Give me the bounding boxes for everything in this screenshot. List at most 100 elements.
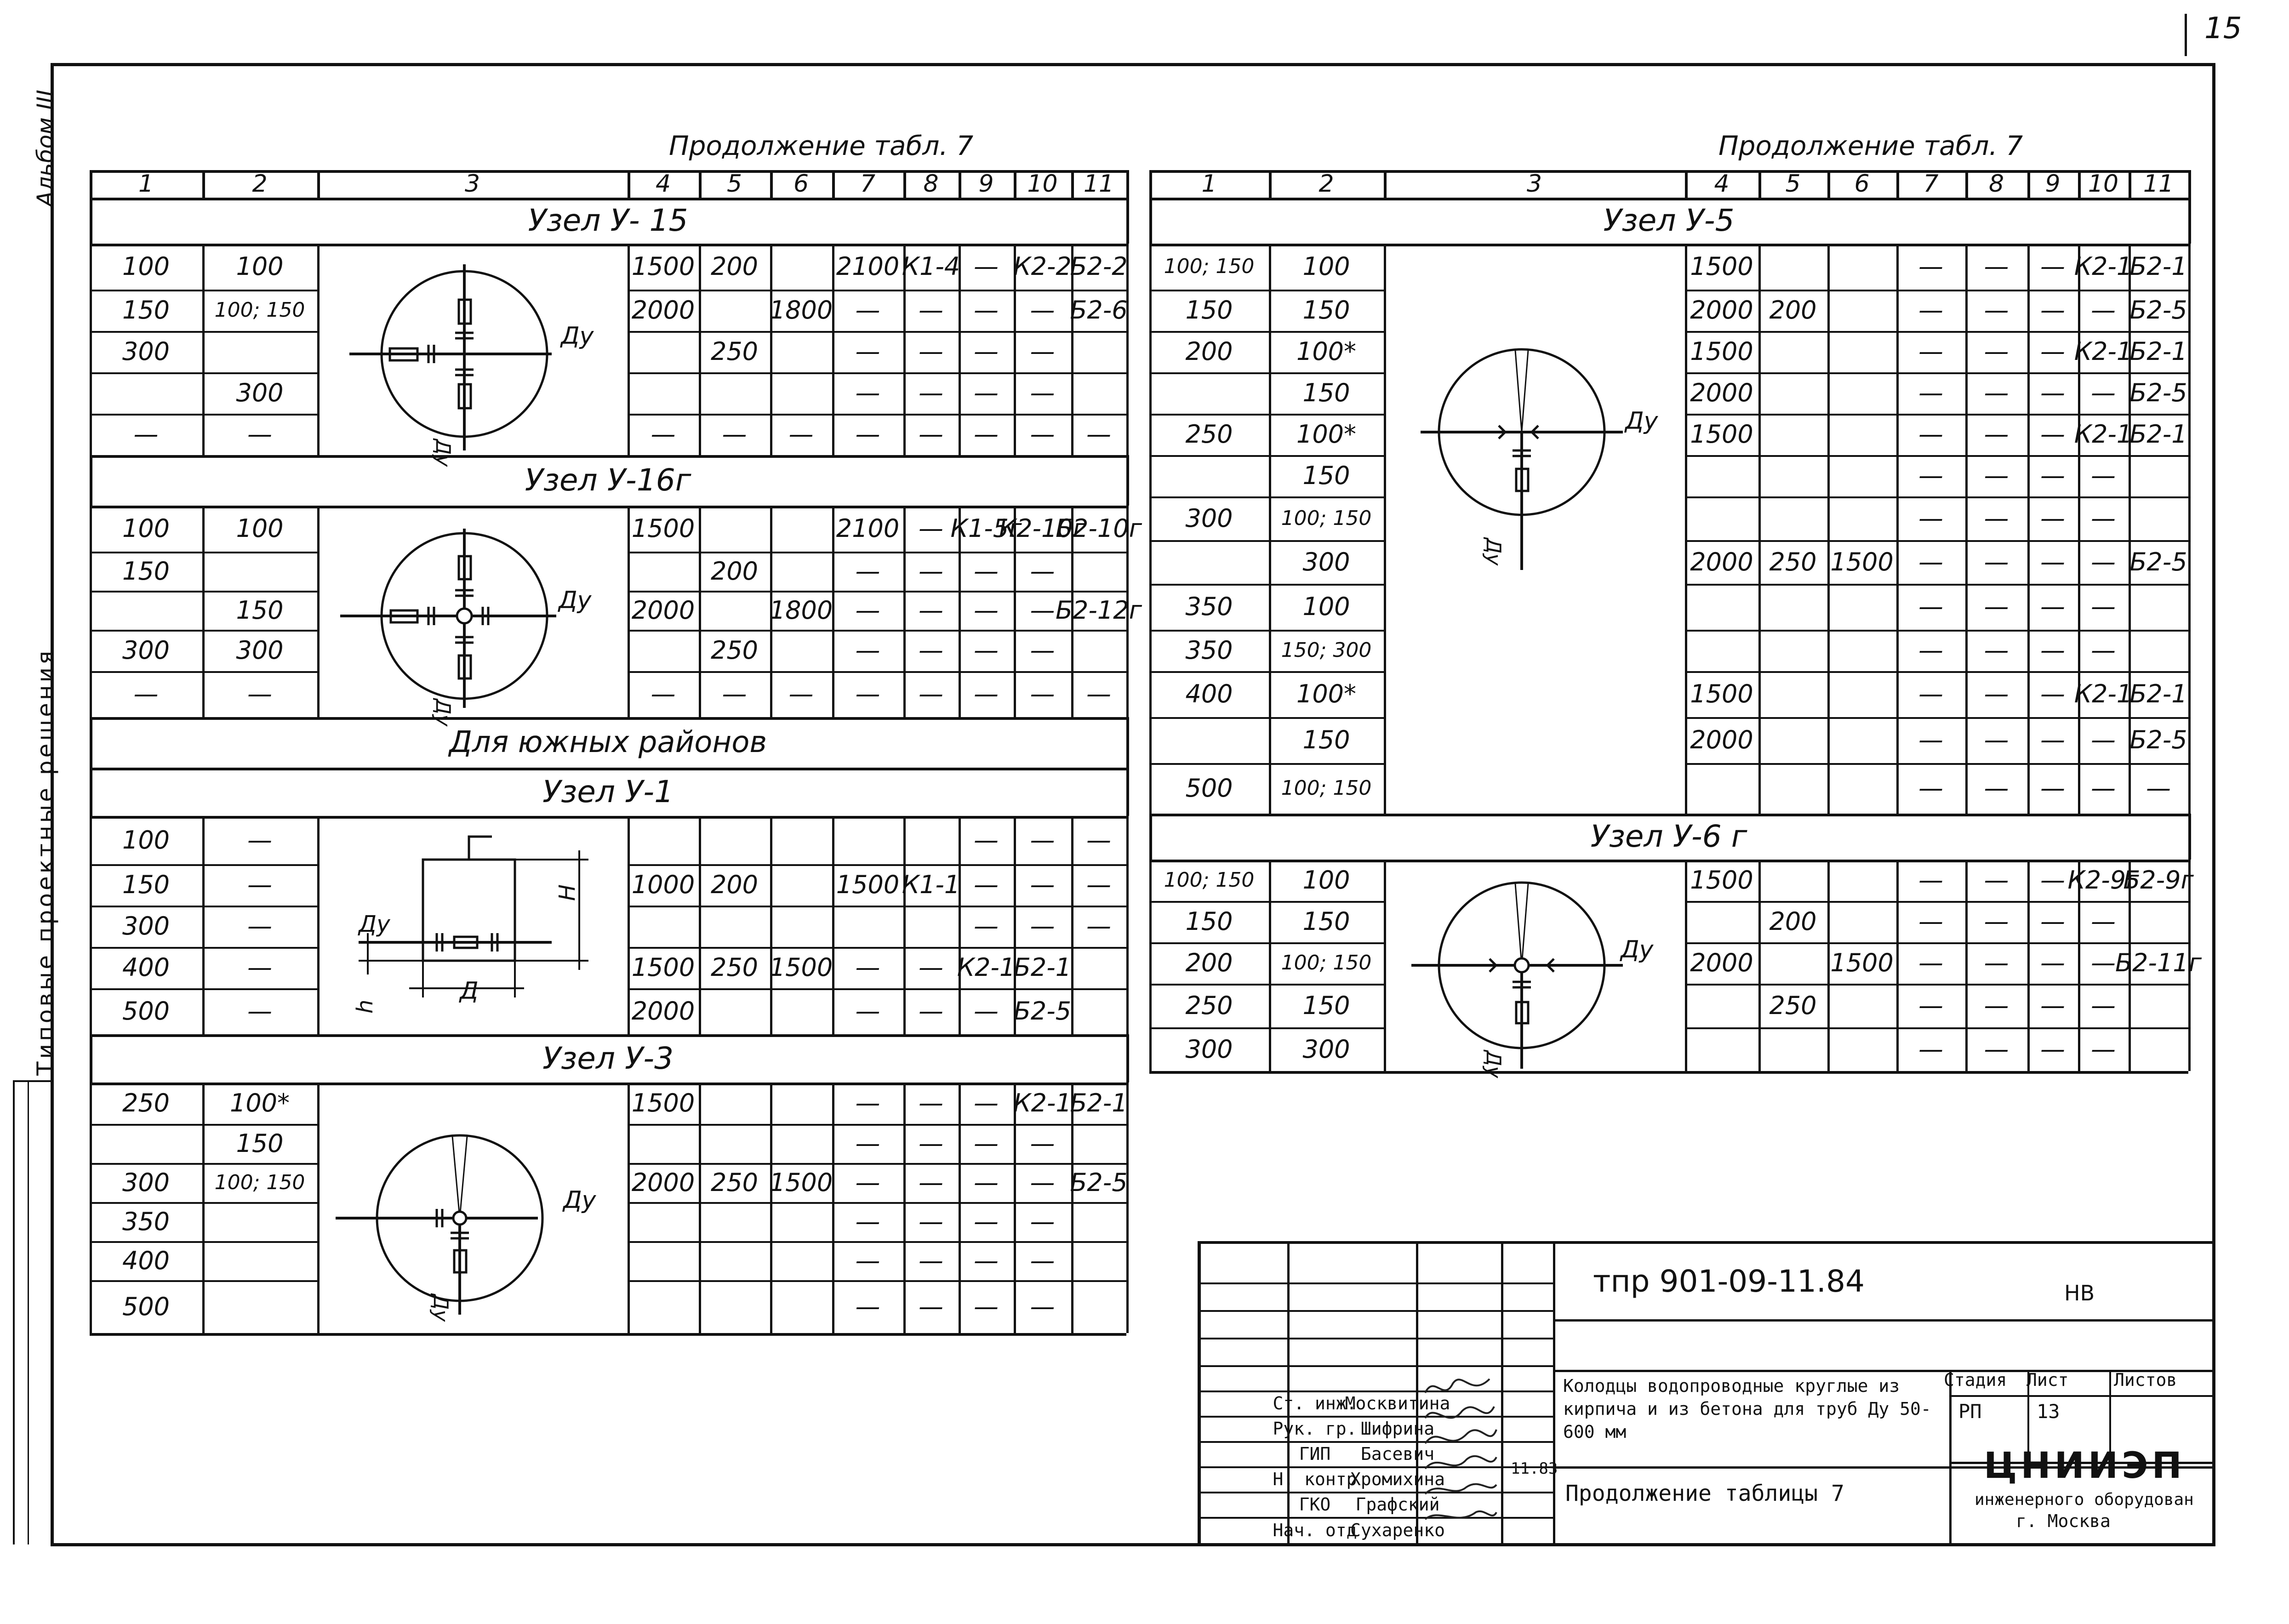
column-line (202, 506, 205, 717)
u3-du-label: Ду (563, 1186, 596, 1214)
signature-row (1198, 1338, 1553, 1339)
table-cell: 2000 (1690, 547, 1753, 576)
table-cell: — (2040, 907, 2065, 936)
table-border (1126, 768, 1129, 816)
row-line (1149, 942, 1384, 944)
table-cell: — (1984, 503, 2009, 533)
table-cell: Б2-1 (2129, 337, 2187, 366)
column-line (1269, 860, 1271, 1071)
column-line (903, 170, 906, 198)
table-cell: — (2040, 636, 2065, 665)
column-line (2027, 244, 2030, 814)
table-border (2188, 198, 2191, 244)
column-line (770, 506, 772, 717)
column-line (2129, 860, 2131, 1071)
table-cell: 100* (1296, 337, 1357, 366)
column-line (202, 244, 205, 455)
table-cell: — (974, 1292, 999, 1321)
table-cell: — (919, 1168, 943, 1197)
row-line (1149, 584, 1384, 586)
table-cell: — (855, 636, 880, 665)
table-cell: — (2091, 503, 2116, 533)
table-cell: — (974, 252, 999, 281)
table-cell: 100 (236, 514, 284, 543)
table-cell: — (1086, 912, 1111, 940)
row-line (1149, 630, 1384, 632)
table-cell: — (855, 679, 880, 708)
row-line (628, 1280, 1126, 1282)
table-cell: — (1984, 378, 2009, 407)
table-cell: К2-2 (1013, 252, 1072, 281)
column-line (959, 170, 961, 198)
table-cell: — (855, 378, 880, 407)
signature-name: Сухаренко (1350, 1520, 1445, 1540)
column-line (90, 1083, 92, 1333)
left-table-caption: Продолжение табл. 7 (669, 130, 974, 161)
node-u15-schematic (322, 248, 616, 460)
table-cell: 2000 (1690, 948, 1753, 977)
column-line (903, 506, 906, 717)
table-cell: 1800 (769, 296, 833, 325)
table-cell: — (855, 1088, 880, 1117)
signature-row (1198, 1390, 1553, 1392)
column-line (1014, 244, 1016, 455)
table-cell: — (1984, 252, 2009, 281)
column-line (317, 1083, 320, 1333)
table-border (1149, 1071, 2188, 1074)
table-cell: — (974, 378, 999, 407)
table-cell: — (974, 337, 999, 366)
column-line (959, 816, 961, 1034)
node-u5-schematic (1407, 340, 1637, 579)
column-line (770, 170, 773, 198)
table-cell: — (1030, 1207, 1055, 1236)
column-line (770, 244, 772, 455)
table-cell: 2000 (1690, 378, 1753, 407)
row-line (1149, 496, 1384, 498)
table-cell: — (1030, 556, 1055, 586)
table-cell: Б2-5 (1013, 997, 1072, 1026)
table-cell: 250 (1769, 991, 1817, 1020)
node-title: Узел У-1 (542, 774, 674, 809)
column-line (1014, 506, 1016, 717)
table-border (90, 768, 1126, 770)
table-cell: 250 (710, 1168, 759, 1197)
table-cell: 200 (1769, 907, 1817, 936)
table-cell: — (722, 679, 747, 708)
table-cell: — (2040, 774, 2065, 803)
table-cell: — (855, 1207, 880, 1236)
column-line (1896, 244, 1899, 814)
signature-row (1198, 1365, 1553, 1367)
column-line (1071, 816, 1073, 1034)
table-cell: — (974, 1128, 999, 1158)
table-cell: 100; 150 (1281, 951, 1372, 974)
table-cell: — (1918, 991, 1943, 1020)
table-cell: — (2040, 725, 2065, 754)
table-cell: 300 (122, 636, 170, 665)
signature-name: Шифрина (1360, 1418, 1435, 1439)
column-header: 9 (2045, 170, 2061, 198)
column-line (2027, 170, 2030, 198)
row-line (90, 331, 317, 333)
frame-bottom (51, 1543, 2215, 1546)
signature-row (1198, 1310, 1553, 1312)
column-header: 4 (1714, 170, 1730, 198)
org-name: ЦНИИЭП (1984, 1445, 2186, 1487)
table-cell: — (919, 679, 943, 708)
column-line (699, 170, 702, 198)
table-border (1126, 455, 1129, 506)
u5-du-vertical: Ду (1482, 538, 1505, 566)
table-cell: — (1984, 636, 2009, 665)
row-line (1149, 540, 1384, 542)
sheet-value: 13 (2037, 1400, 2060, 1423)
table-cell: — (1030, 1292, 1055, 1321)
table-cell: 300 (122, 912, 170, 940)
table-cell: К2-1 (2074, 679, 2133, 708)
row-line (628, 947, 1126, 949)
table-cell: — (1918, 636, 1943, 665)
column-line (317, 506, 320, 717)
frame-right (2212, 63, 2215, 1546)
table-cell: 250 (710, 636, 759, 665)
table-cell: — (1030, 420, 1055, 449)
frame-top (51, 63, 2215, 66)
table-cell: — (1918, 679, 1943, 708)
